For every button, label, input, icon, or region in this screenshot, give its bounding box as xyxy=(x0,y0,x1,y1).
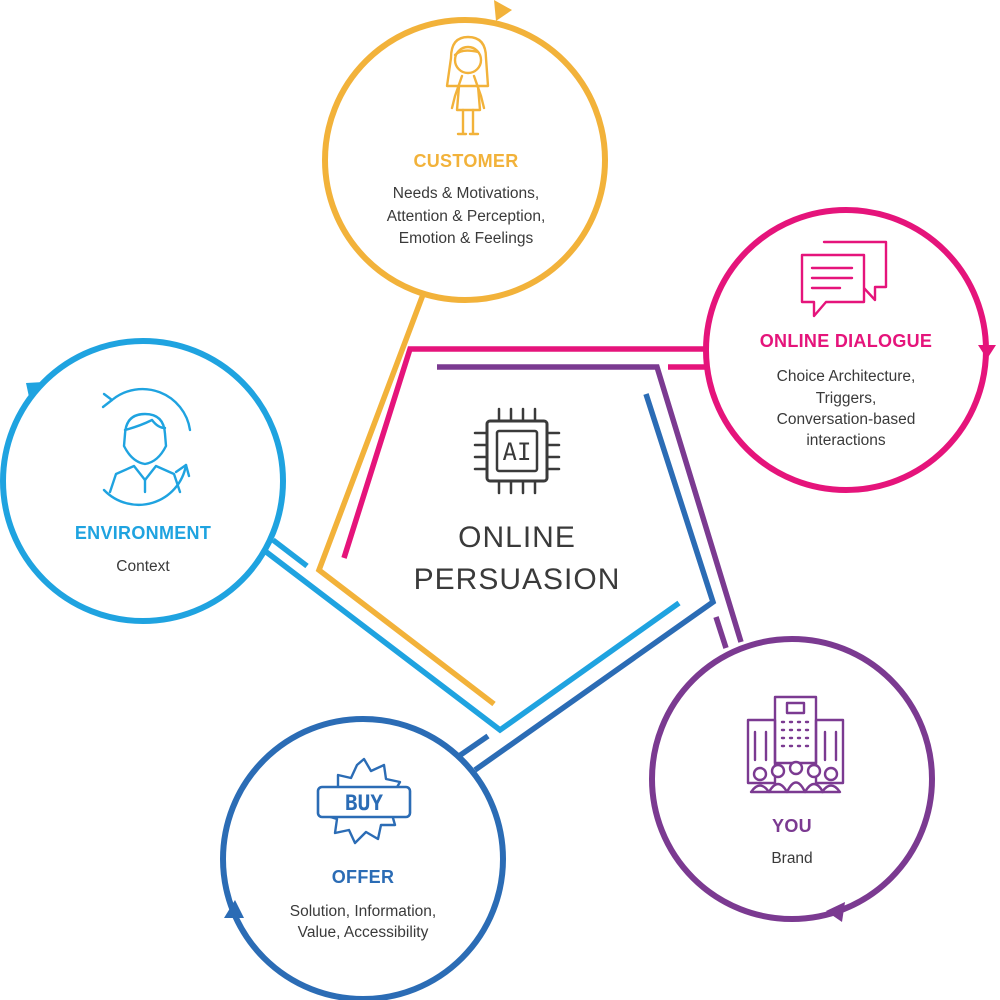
node-environment: ENVIRONMENT Context xyxy=(0,338,286,624)
connector-offer xyxy=(473,393,717,773)
dialogue-desc-4: interactions xyxy=(806,432,886,449)
center-block: AI ONLINE PERSUASION xyxy=(414,407,621,596)
environment-ring xyxy=(0,338,286,624)
person-cycle-icon xyxy=(101,387,192,507)
node-you: YOU Brand xyxy=(649,636,935,922)
node-offer: BUY OFFER Solution, Information, Value, … xyxy=(220,716,506,1000)
connector-dialogue xyxy=(341,346,708,559)
connector-you xyxy=(437,364,744,643)
building-people-icon xyxy=(746,695,845,794)
offer-desc-1: Solution, Information, xyxy=(290,903,436,920)
node-dialogue: ONLINE DIALOGUE Choice Architecture, Tri… xyxy=(703,207,996,493)
node-customer: CUSTOMER Needs & Motivations, Attention … xyxy=(322,0,608,303)
environment-title: ENVIRONMENT xyxy=(75,523,211,543)
girl-icon xyxy=(445,35,490,136)
ai-chip-icon: AI xyxy=(473,407,561,495)
customer-arrow xyxy=(494,0,512,21)
you-title: YOU xyxy=(772,816,812,836)
offer-arrow xyxy=(224,900,244,918)
connector-customer xyxy=(315,283,496,707)
dialogue-desc-3: Conversation-based xyxy=(777,411,916,428)
center-label-line2: PERSUASION xyxy=(414,563,621,596)
buy-badge-text: BUY xyxy=(345,791,383,815)
connector-you-tail xyxy=(713,616,729,649)
dialogue-desc-2: Triggers, xyxy=(816,390,877,407)
customer-desc-1: Needs & Motivations, xyxy=(393,185,539,202)
you-arrow xyxy=(826,902,845,922)
connector-environment-tail xyxy=(271,537,309,569)
dialogue-arrow xyxy=(978,345,996,359)
customer-desc-2: Attention & Perception, xyxy=(387,208,546,225)
environment-desc-1: Context xyxy=(116,558,170,575)
connector-lines xyxy=(263,283,744,773)
connector-environment xyxy=(263,548,681,734)
buy-badge-icon: BUY xyxy=(316,757,412,845)
dialogue-desc-1: Choice Architecture, xyxy=(777,368,916,385)
connector-offer-tail xyxy=(457,733,490,759)
you-desc-1: Brand xyxy=(771,850,812,867)
environment-arrow xyxy=(26,382,44,397)
you-ring xyxy=(649,636,935,922)
offer-title: OFFER xyxy=(332,867,395,887)
ai-chip-text: AI xyxy=(503,438,532,466)
customer-desc-3: Emotion & Feelings xyxy=(399,230,534,247)
customer-ring xyxy=(322,17,608,303)
customer-title: CUSTOMER xyxy=(413,151,518,171)
offer-ring xyxy=(220,716,506,1000)
offer-desc-2: Value, Accessibility xyxy=(298,924,429,941)
chat-bubbles-icon xyxy=(800,240,888,318)
dialogue-title: ONLINE DIALOGUE xyxy=(760,331,933,351)
center-label-line1: ONLINE xyxy=(458,521,576,554)
